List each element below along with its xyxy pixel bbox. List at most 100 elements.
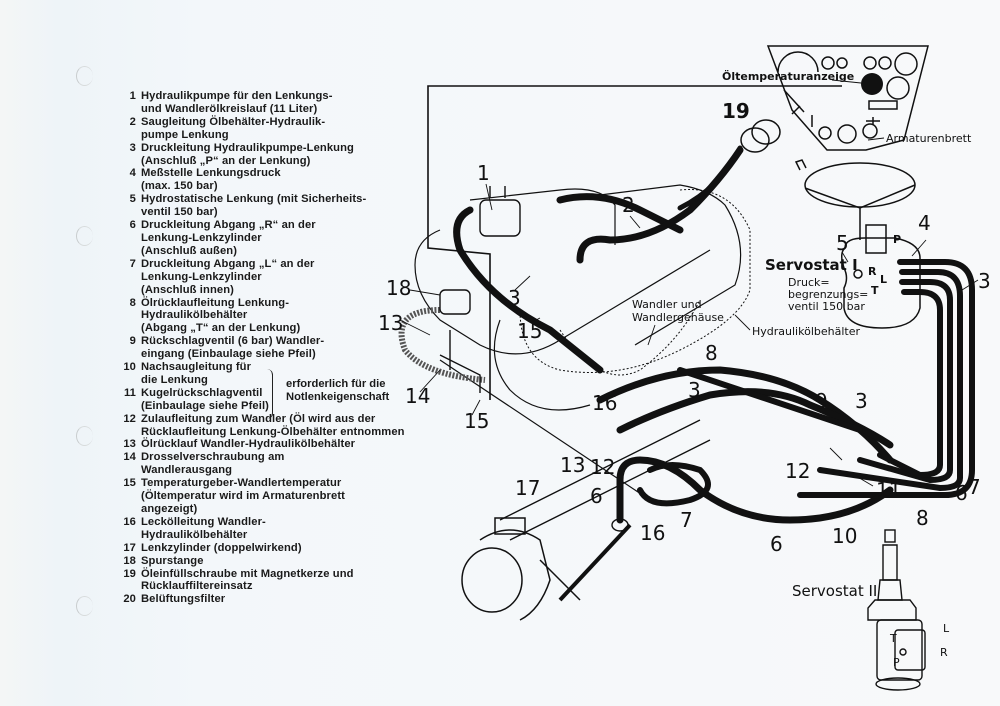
port-r-label-2: R [940,646,948,659]
callout-13: 13 [560,453,585,477]
legend-number: 8 [129,296,136,309]
callout-9: 9 [815,389,828,413]
oil-temp-gauge-label: Öltemperaturanzeige [722,69,854,83]
sensor-wire [427,85,842,400]
callout-12: 12 [785,459,810,483]
callout-5: 5 [836,231,849,255]
legend-item: 6 Druckleitung Abgang „R“ an der Lenkung-… [118,219,448,258]
servostat-2-label: Servostat II [792,582,877,600]
callout-14: 14 [405,384,430,408]
legend-text: Öleinfüllschraube mit Magnetkerze und Rü… [141,567,354,593]
legend-text: Ölrücklaufleitung Lenkung- Hydraulikölbe… [141,296,301,335]
legend-number: 12 [123,412,136,425]
callout-17: 16 [640,521,665,545]
legend-item: 1 Hydraulikpumpe für den Lenkungs- und Wa… [118,90,448,116]
callout-11: 11 [876,478,901,502]
legend-text: Druckleitung Abgang „R“ an der Lenkung-L… [141,219,316,257]
port-l-label: L [880,273,887,286]
port-p-label-2: P [893,656,900,669]
wheel-hub [461,517,581,621]
breather-filter-icon [740,119,781,153]
legend-number: 10 [123,361,136,374]
legend-number: 7 [129,257,136,270]
punch-hole [76,596,93,616]
braided-hose [398,307,486,383]
legend-text: Kugelrückschlagventil (Einbaulage siehe … [141,386,269,412]
punch-hole [76,66,93,86]
legend-number: 14 [123,451,136,464]
legend-text: Hydraulikpumpe für den Lenkungs- und Wan… [141,90,333,115]
legend-item: 7 Druckleitung Abgang „L“ an der Lenkung-… [118,258,448,297]
legend-item: 3 Druckleitung Hydraulikpumpe-Lenkung (An… [118,142,448,168]
oil-temp-gauge-icon [861,73,883,95]
legend-number: 5 [129,193,136,206]
dashboard-panel [766,45,929,151]
punch-hole [76,426,93,446]
legend-number: 1 [129,90,136,102]
callout-2: 2 [622,193,635,217]
legend-number: 19 [123,567,136,580]
callout-12: 12 [590,455,615,479]
callout-3: 3 [978,269,991,293]
legend-number: 11 [123,386,136,399]
legend-text: Lenkzylinder (doppelwirkend) [141,541,302,554]
callout-16: 16 [592,391,617,415]
callout-7: 7 [680,508,693,532]
filler-screw-icon [439,289,481,393]
callout-1: 1 [477,161,490,185]
port-p-label: P [893,233,901,246]
legend-number: 18 [123,554,136,567]
hose-bundle-right [797,259,975,498]
steering-cylinder [499,419,711,602]
callout-6: 6 [590,484,603,508]
legend-number: 15 [123,477,136,490]
callout-18: 17 [515,476,540,500]
legend-text: Meßstelle Lenkungsdruck (max. 150 bar) [141,167,281,193]
legend-item: 5 Hydrostatische Lenkung (mit Sicherheits… [118,193,448,219]
callout-3: 3 [688,378,701,402]
legend-text: Druckleitung Abgang „L“ an der Lenkung-L… [141,257,315,296]
hydraulic-tank-label: Hydraulikölbehälter [752,325,860,338]
legend-text: Saugleitung Ölbehälter-Hydraulik- pumpe … [141,115,326,141]
servostat-2-unit [867,529,926,691]
legend-number: 16 [123,515,136,528]
legend-number: 6 [129,219,136,232]
legend-text: Spurstange [141,554,204,567]
legend-text: Ölrücklauf Wandler-Hydraulikölbehälter [141,438,356,451]
legend-item: 16 Leckölleitung Wandler- Hydraulikölbehä… [118,516,448,542]
legend-text: Druckleitung Hydraulikpumpe-Lenkung (Ans… [141,141,354,167]
leader-lines [399,183,979,487]
legend-item: 18 Spurstange [118,555,448,568]
callout-20: 19 [722,99,750,123]
legend-number: 4 [129,167,136,180]
port-l-label-2: L [943,622,950,635]
servostat-1-label: Servostat I [765,256,858,274]
pump-icon [479,186,521,237]
callout-7: 7 [968,475,981,499]
legend-text: Hydrostatische Lenkung (mit Sicherheits-… [141,193,367,219]
callout-6: 6 [770,532,783,556]
legend-item: 8 Ölrücklaufleitung Lenkung- Hydraulikölb… [118,297,448,336]
callout-8: 8 [705,341,718,365]
bracket-note: erforderlich für die Notlenkeigenschaft [286,378,390,403]
legend-item: 4 Meßstelle Lenkungsdruck (max. 150 bar) [118,167,448,193]
callout-6: 6 [955,481,968,505]
callout-4: 4 [918,211,931,235]
parts-legend: 1 Hydraulikpumpe für den Lenkungs- und Wa… [118,90,448,606]
callout-13: 13 [378,311,403,335]
legend-bracket [264,369,273,419]
callout-3: 3 [508,286,521,310]
port-t-label: T [871,284,879,297]
legend-text: Leckölleitung Wandler- Hydraulikölbehält… [141,515,266,541]
legend-text: Belüftungsfilter [141,593,226,606]
callout-16: 15 [517,319,542,343]
legend-number: 3 [129,141,136,154]
